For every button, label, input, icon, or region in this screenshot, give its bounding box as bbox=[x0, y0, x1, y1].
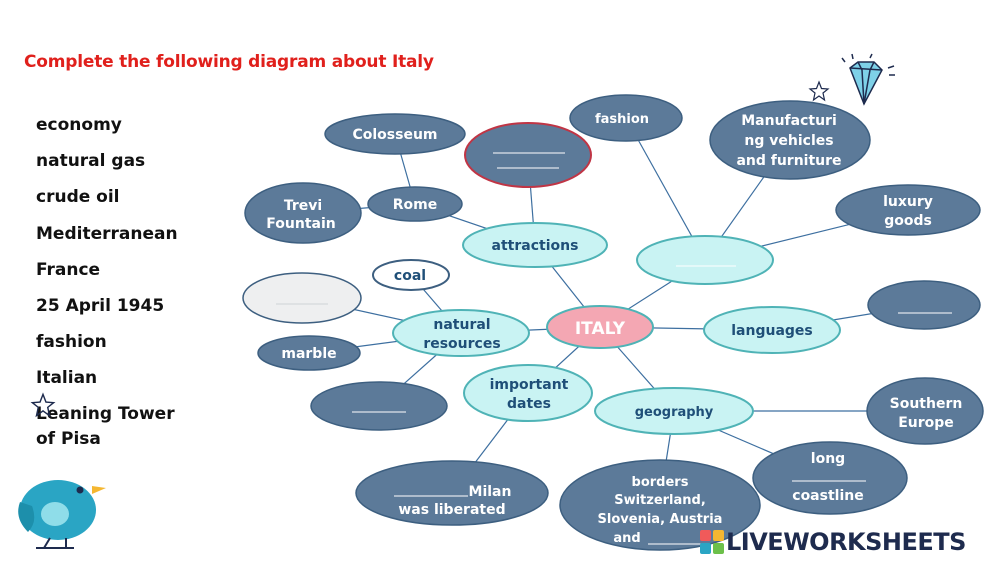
word-bank-item: natural gas bbox=[36, 151, 146, 172]
page-title: Complete the following diagram about Ita… bbox=[24, 52, 434, 72]
node-label: goods bbox=[884, 213, 932, 229]
node-label: ng vehicles bbox=[744, 133, 833, 149]
node-label: Milan bbox=[469, 484, 512, 500]
node-languages-blank[interactable] bbox=[867, 280, 981, 330]
node-label: ITALY bbox=[575, 319, 626, 339]
word-bank-item: 25 April 1945 bbox=[36, 295, 165, 316]
node-colosseum: Colosseum bbox=[324, 113, 466, 155]
node-label: Colosseum bbox=[352, 127, 437, 143]
node-label: fashion bbox=[595, 112, 649, 127]
node-label: Manufacturi bbox=[741, 113, 837, 129]
node-label: Rome bbox=[393, 197, 437, 213]
brand-logo-icon bbox=[700, 530, 724, 554]
node-luxury-goods: luxury goods bbox=[835, 184, 981, 236]
node-trevi-fountain: Trevi Fountain bbox=[244, 182, 362, 244]
word-bank-item: Italian bbox=[36, 368, 98, 389]
node-label: important bbox=[490, 377, 569, 393]
node-borders: borders Switzerland, Slovenia, Austria a… bbox=[559, 459, 761, 551]
node-label: and bbox=[613, 531, 640, 546]
node-label: marble bbox=[281, 346, 336, 362]
node-marble: marble bbox=[257, 335, 361, 371]
node-label: luxury bbox=[883, 194, 933, 210]
bird-icon bbox=[18, 480, 106, 549]
node-languages: languages bbox=[703, 306, 841, 354]
node-label: long bbox=[811, 451, 845, 467]
word-bank-item: Mediterranean bbox=[36, 223, 178, 244]
node-label: natural bbox=[433, 317, 490, 333]
node-long-coastline: long coastline bbox=[752, 441, 908, 515]
node-label: was liberated bbox=[398, 502, 505, 518]
node-resource-blank[interactable] bbox=[242, 272, 362, 324]
node-label: dates bbox=[507, 396, 551, 412]
node-attractions: attractions bbox=[462, 222, 608, 268]
node-manufacturing: Manufacturi ng vehicles and furniture bbox=[709, 100, 871, 180]
word-bank-item: Leaning Tower bbox=[36, 403, 175, 424]
node-italy-center: ITALY bbox=[546, 305, 654, 349]
node-important-dates: important dates bbox=[463, 364, 593, 422]
node-fashion: fashion bbox=[569, 94, 683, 142]
star-icon bbox=[808, 80, 830, 102]
node-natural-resources: natural resources bbox=[392, 309, 530, 357]
node-label: geography bbox=[635, 405, 714, 420]
word-bank: economy natural gas crude oil Mediterran… bbox=[36, 112, 236, 452]
node-geography: geography bbox=[594, 387, 754, 435]
node-resource-blank-2[interactable] bbox=[310, 381, 448, 431]
node-label: Southern bbox=[890, 396, 963, 412]
brand-text: LIVEWORKSHEETS bbox=[726, 528, 966, 556]
node-label: Slovenia, Austria bbox=[598, 512, 723, 527]
node-label: borders bbox=[632, 475, 689, 490]
node-label: and furniture bbox=[736, 153, 841, 169]
word-bank-item: economy bbox=[36, 115, 122, 135]
node-label: attractions bbox=[492, 238, 579, 254]
word-bank-item: France bbox=[36, 259, 101, 280]
node-label: resources bbox=[423, 336, 500, 352]
node-label: Europe bbox=[898, 415, 954, 431]
node-milan: Milan was liberated bbox=[355, 460, 549, 526]
node-label: coastline bbox=[792, 488, 863, 504]
word-bank-item: crude oil bbox=[36, 187, 120, 208]
diamond-icon bbox=[841, 53, 895, 106]
node-attraction-blank[interactable] bbox=[464, 122, 592, 188]
node-label: Switzerland, bbox=[614, 493, 706, 508]
node-rome: Rome bbox=[367, 186, 463, 222]
node-label: Trevi bbox=[284, 198, 322, 214]
word-bank-item: of Pisa bbox=[36, 428, 101, 449]
node-coal: coal bbox=[372, 259, 450, 291]
node-label: languages bbox=[731, 323, 813, 339]
star-icon bbox=[30, 392, 56, 418]
node-southern-europe: Southern Europe bbox=[866, 377, 984, 445]
node-label: coal bbox=[394, 268, 426, 284]
node-label: Fountain bbox=[266, 216, 335, 232]
node-economy-blank[interactable] bbox=[636, 235, 774, 285]
word-bank-item: fashion bbox=[36, 332, 107, 353]
brand-watermark: LIVEWORKSHEETS bbox=[700, 528, 966, 556]
